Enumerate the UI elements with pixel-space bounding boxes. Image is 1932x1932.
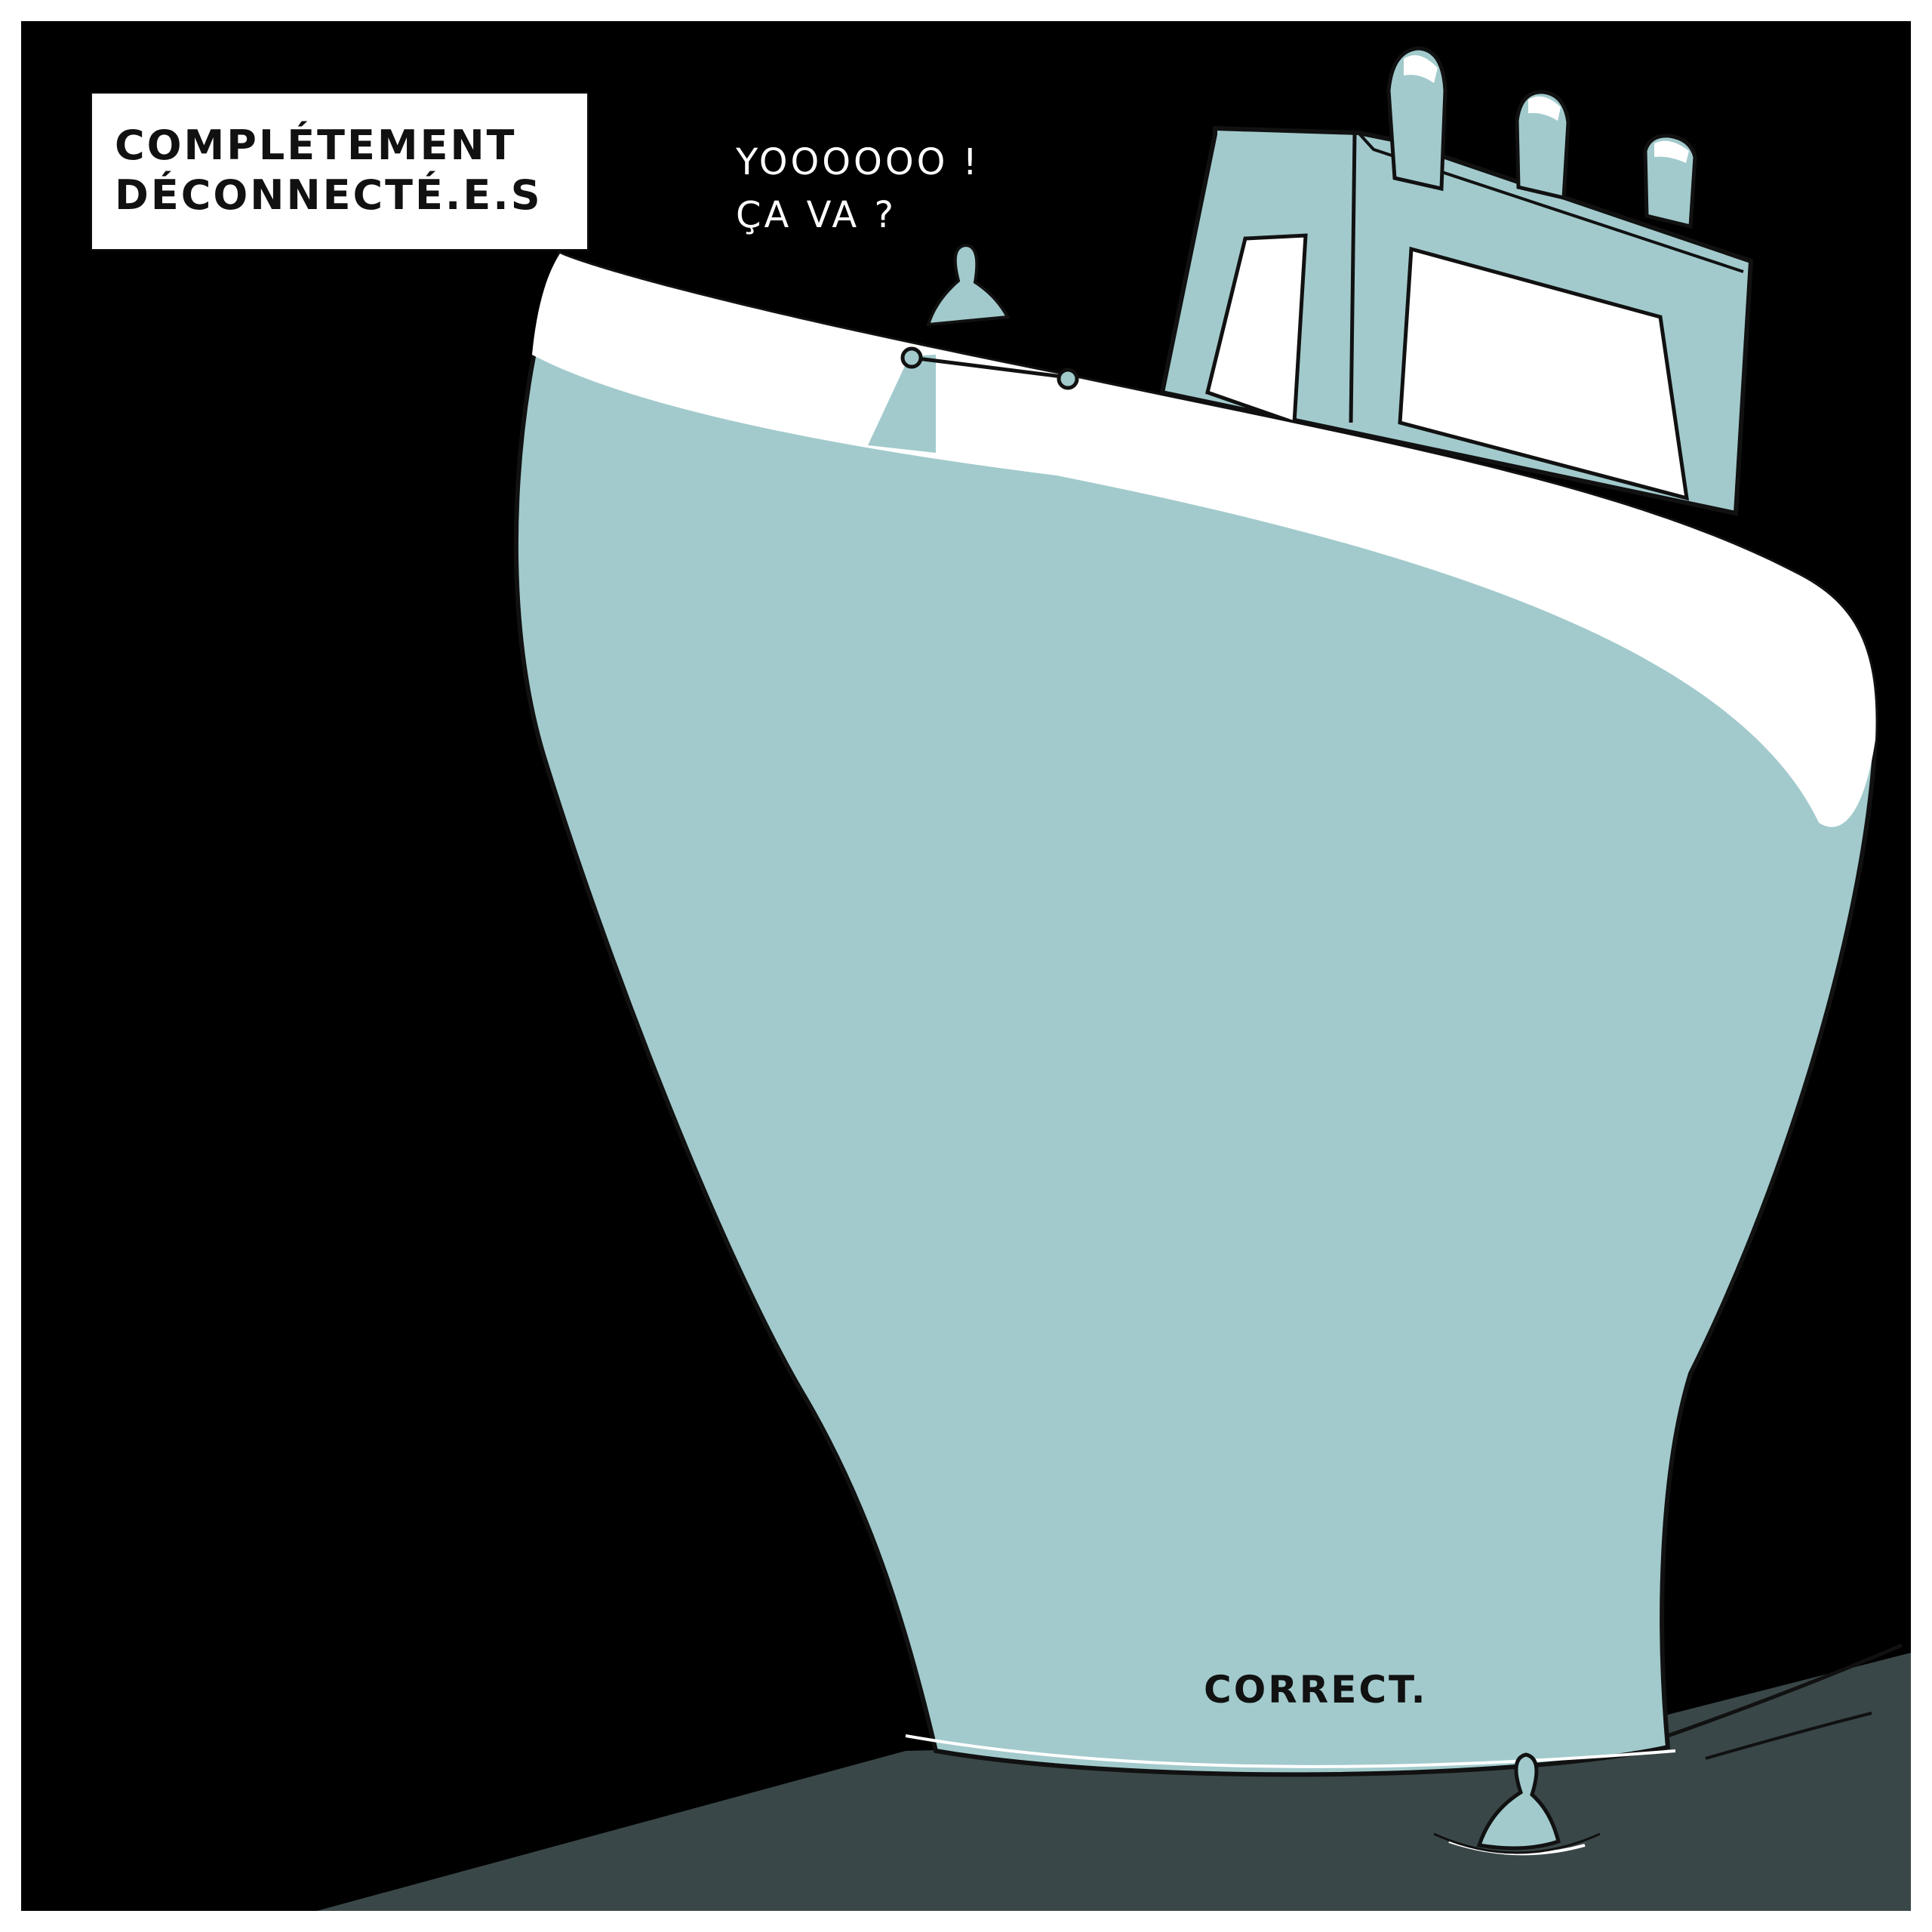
reply-text: CORRECT. xyxy=(1204,1668,1428,1712)
speech-line-1: YOOOOOO ! xyxy=(736,141,980,183)
caption-box: COMPLÉTEMENT DÉCONNECTÉ.E.S xyxy=(91,92,589,251)
caption-line-1: COMPLÉTEMENT xyxy=(115,122,517,169)
speech-line-2: ÇA VA ? xyxy=(736,194,897,236)
swimmer xyxy=(1476,1752,1561,1850)
deck-figure xyxy=(926,243,1011,327)
window-right xyxy=(1398,246,1690,501)
speech-text: YOOOOOO ! ÇA VA ? xyxy=(736,136,1053,242)
caption-line-2: DÉCONNECTÉ.E.S xyxy=(115,171,543,219)
funnel-1 xyxy=(1386,46,1447,192)
hull-stripe xyxy=(532,254,1876,827)
